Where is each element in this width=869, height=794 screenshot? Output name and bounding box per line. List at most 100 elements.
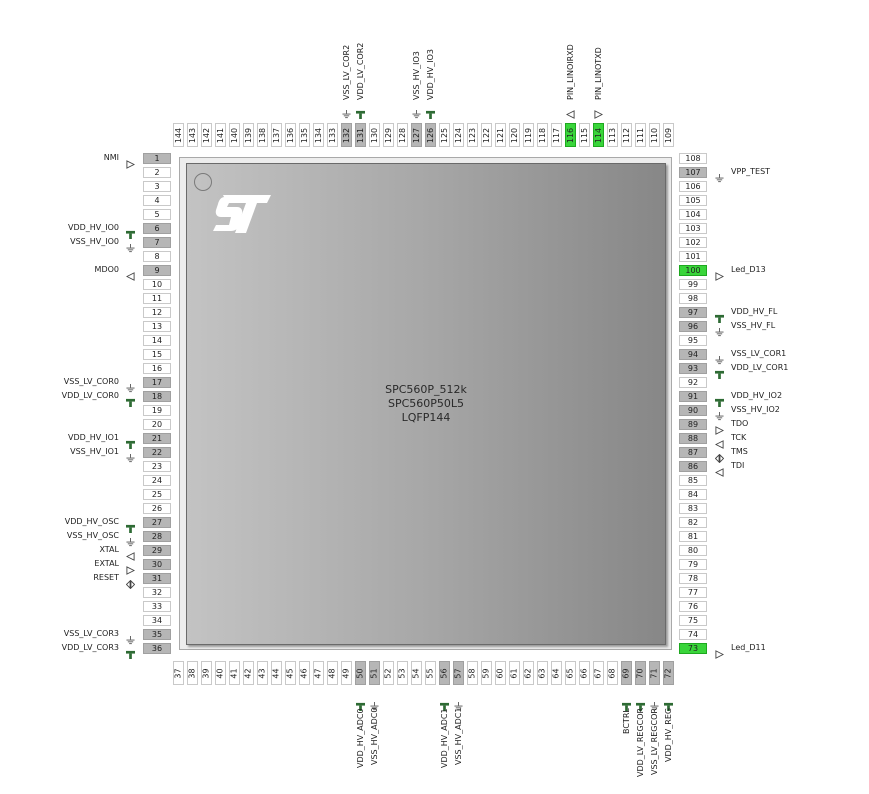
pin-111[interactable]: 111 — [635, 123, 646, 147]
pin-53[interactable]: 53 — [397, 661, 408, 685]
pin-31[interactable]: 31 — [143, 573, 171, 584]
pin-105[interactable]: 105 — [679, 195, 707, 206]
pin-67[interactable]: 67 — [593, 661, 604, 685]
pin-79[interactable]: 79 — [679, 559, 707, 570]
pin-30[interactable]: 30 — [143, 559, 171, 570]
pin-40[interactable]: 40 — [215, 661, 226, 685]
pin-84[interactable]: 84 — [679, 489, 707, 500]
pin-48[interactable]: 48 — [327, 661, 338, 685]
pin-4[interactable]: 4 — [143, 195, 171, 206]
pin-94[interactable]: 94 — [679, 349, 707, 360]
chip-body[interactable] — [186, 163, 666, 645]
pin-17[interactable]: 17 — [143, 377, 171, 388]
pin-3[interactable]: 3 — [143, 181, 171, 192]
pin-24[interactable]: 24 — [143, 475, 171, 486]
pin-142[interactable]: 142 — [201, 123, 212, 147]
pin-132[interactable]: 132 — [341, 123, 352, 147]
pin-90[interactable]: 90 — [679, 405, 707, 416]
pin-18[interactable]: 18 — [143, 391, 171, 402]
pin-97[interactable]: 97 — [679, 307, 707, 318]
pin-75[interactable]: 75 — [679, 615, 707, 626]
pin-36[interactable]: 36 — [143, 643, 171, 654]
pin-56[interactable]: 56 — [439, 661, 450, 685]
pin-98[interactable]: 98 — [679, 293, 707, 304]
pin-139[interactable]: 139 — [243, 123, 254, 147]
pin-26[interactable]: 26 — [143, 503, 171, 514]
pin-113[interactable]: 113 — [607, 123, 618, 147]
pin-101[interactable]: 101 — [679, 251, 707, 262]
pin-70[interactable]: 70 — [635, 661, 646, 685]
pin-93[interactable]: 93 — [679, 363, 707, 374]
pin-78[interactable]: 78 — [679, 573, 707, 584]
pin-65[interactable]: 65 — [565, 661, 576, 685]
pin-144[interactable]: 144 — [173, 123, 184, 147]
pin-130[interactable]: 130 — [369, 123, 380, 147]
pin-110[interactable]: 110 — [649, 123, 660, 147]
pin-61[interactable]: 61 — [509, 661, 520, 685]
pin-15[interactable]: 15 — [143, 349, 171, 360]
pin-58[interactable]: 58 — [467, 661, 478, 685]
pin-64[interactable]: 64 — [551, 661, 562, 685]
pin-115[interactable]: 115 — [579, 123, 590, 147]
pin-16[interactable]: 16 — [143, 363, 171, 374]
pin-73[interactable]: 73 — [679, 643, 707, 654]
pin-123[interactable]: 123 — [467, 123, 478, 147]
pin-87[interactable]: 87 — [679, 447, 707, 458]
pin-14[interactable]: 14 — [143, 335, 171, 346]
pin-19[interactable]: 19 — [143, 405, 171, 416]
pin-35[interactable]: 35 — [143, 629, 171, 640]
pin-107[interactable]: 107 — [679, 167, 707, 178]
pin-140[interactable]: 140 — [229, 123, 240, 147]
pin-100[interactable]: 100 — [679, 265, 707, 276]
pin-62[interactable]: 62 — [523, 661, 534, 685]
pin-82[interactable]: 82 — [679, 517, 707, 528]
pin-109[interactable]: 109 — [663, 123, 674, 147]
pin-34[interactable]: 34 — [143, 615, 171, 626]
pin-119[interactable]: 119 — [523, 123, 534, 147]
pin-1[interactable]: 1 — [143, 153, 171, 164]
pin-10[interactable]: 10 — [143, 279, 171, 290]
pin-54[interactable]: 54 — [411, 661, 422, 685]
pin-32[interactable]: 32 — [143, 587, 171, 598]
pin-63[interactable]: 63 — [537, 661, 548, 685]
pin-141[interactable]: 141 — [215, 123, 226, 147]
pin-85[interactable]: 85 — [679, 475, 707, 486]
pin-91[interactable]: 91 — [679, 391, 707, 402]
pin-128[interactable]: 128 — [397, 123, 408, 147]
pin-77[interactable]: 77 — [679, 587, 707, 598]
pin-118[interactable]: 118 — [537, 123, 548, 147]
pin-8[interactable]: 8 — [143, 251, 171, 262]
pin-12[interactable]: 12 — [143, 307, 171, 318]
pin-92[interactable]: 92 — [679, 377, 707, 388]
pin-47[interactable]: 47 — [313, 661, 324, 685]
pin-127[interactable]: 127 — [411, 123, 422, 147]
pin-41[interactable]: 41 — [229, 661, 240, 685]
pin-42[interactable]: 42 — [243, 661, 254, 685]
pin-50[interactable]: 50 — [355, 661, 366, 685]
pin-28[interactable]: 28 — [143, 531, 171, 542]
pin-81[interactable]: 81 — [679, 531, 707, 542]
pin-22[interactable]: 22 — [143, 447, 171, 458]
pin-80[interactable]: 80 — [679, 545, 707, 556]
pin-124[interactable]: 124 — [453, 123, 464, 147]
pin-99[interactable]: 99 — [679, 279, 707, 290]
pin-6[interactable]: 6 — [143, 223, 171, 234]
pin-59[interactable]: 59 — [481, 661, 492, 685]
pin-33[interactable]: 33 — [143, 601, 171, 612]
pin-116[interactable]: 116 — [565, 123, 576, 147]
pin-138[interactable]: 138 — [257, 123, 268, 147]
pin-7[interactable]: 7 — [143, 237, 171, 248]
pin-51[interactable]: 51 — [369, 661, 380, 685]
pin-68[interactable]: 68 — [607, 661, 618, 685]
pin-66[interactable]: 66 — [579, 661, 590, 685]
pin-114[interactable]: 114 — [593, 123, 604, 147]
pin-104[interactable]: 104 — [679, 209, 707, 220]
pin-72[interactable]: 72 — [663, 661, 674, 685]
pin-133[interactable]: 133 — [327, 123, 338, 147]
pin-125[interactable]: 125 — [439, 123, 450, 147]
pin-5[interactable]: 5 — [143, 209, 171, 220]
pin-46[interactable]: 46 — [299, 661, 310, 685]
pin-131[interactable]: 131 — [355, 123, 366, 147]
pin-106[interactable]: 106 — [679, 181, 707, 192]
pin-134[interactable]: 134 — [313, 123, 324, 147]
